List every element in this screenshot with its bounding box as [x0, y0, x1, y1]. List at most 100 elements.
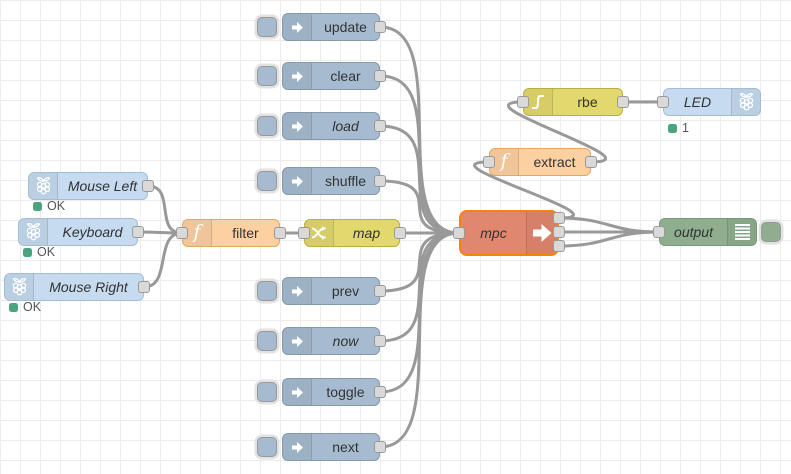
- node-label: Mouse Left: [67, 178, 138, 194]
- output-port[interactable]: [374, 285, 386, 297]
- node-inject-next[interactable]: next: [282, 433, 380, 461]
- node-inject-now[interactable]: now: [282, 327, 380, 355]
- output-port[interactable]: [374, 120, 386, 132]
- inject-arrow-icon: [283, 379, 312, 405]
- node-mpc-selected[interactable]: mpc: [459, 210, 559, 256]
- raspberry-pi-icon: [29, 173, 58, 199]
- node-function-filter[interactable]: f filter: [182, 219, 280, 247]
- input-port[interactable]: [176, 227, 188, 239]
- output-port[interactable]: [374, 441, 386, 453]
- node-led[interactable]: LED: [663, 88, 761, 116]
- output-port[interactable]: [617, 96, 629, 108]
- node-mouse-left[interactable]: Mouse Left: [28, 172, 148, 200]
- node-switch-map[interactable]: map: [304, 219, 400, 247]
- node-inject-update[interactable]: update: [282, 13, 380, 41]
- output-button[interactable]: [761, 222, 781, 242]
- node-label: shuffle: [325, 173, 366, 189]
- node-label: next: [332, 439, 359, 455]
- inject-button[interactable]: [257, 17, 277, 37]
- output-port[interactable]: [142, 180, 154, 192]
- arrow-right-icon: [526, 212, 557, 254]
- list-icon: [727, 219, 756, 245]
- node-label: toggle: [326, 384, 365, 400]
- input-port[interactable]: [653, 226, 665, 238]
- input-port[interactable]: [483, 156, 495, 168]
- output-port[interactable]: [374, 21, 386, 33]
- wire[interactable]: [378, 231, 461, 293]
- wire[interactable]: [473, 160, 575, 220]
- wire[interactable]: [378, 231, 461, 449]
- input-port[interactable]: [298, 227, 310, 239]
- inject-button[interactable]: [257, 281, 277, 301]
- output-port[interactable]: [374, 70, 386, 82]
- output-port[interactable]: [585, 156, 597, 168]
- status-text: OK: [23, 300, 42, 314]
- wire[interactable]: [378, 124, 461, 235]
- output-port[interactable]: [274, 227, 286, 239]
- node-inject-load[interactable]: load: [282, 112, 380, 140]
- node-inject-toggle[interactable]: toggle: [282, 378, 380, 406]
- output-port[interactable]: [553, 212, 565, 224]
- inject-button[interactable]: [257, 382, 277, 402]
- inject-arrow-icon: [283, 434, 312, 460]
- node-label: LED: [683, 94, 712, 110]
- node-inject-shuffle[interactable]: shuffle: [282, 167, 380, 195]
- input-port[interactable]: [453, 227, 465, 239]
- node-status: 1: [668, 121, 689, 135]
- hysteresis-icon: [524, 89, 553, 115]
- node-label: prev: [331, 283, 360, 299]
- node-status: OK: [9, 300, 41, 314]
- node-inject-clear[interactable]: clear: [282, 62, 380, 90]
- node-label: rbe: [577, 94, 598, 110]
- output-port[interactable]: [374, 386, 386, 398]
- node-label: now: [332, 333, 359, 349]
- inject-button[interactable]: [257, 171, 277, 191]
- status-dot-icon: [23, 247, 32, 257]
- wire[interactable]: [142, 231, 184, 289]
- inject-arrow-icon: [283, 14, 312, 40]
- node-label: Mouse Right: [49, 279, 128, 295]
- output-port[interactable]: [138, 281, 150, 293]
- node-label: output: [674, 224, 713, 240]
- inject-arrow-icon: [283, 168, 312, 194]
- output-port[interactable]: [394, 227, 406, 239]
- output-port[interactable]: [132, 226, 144, 238]
- node-function-extract[interactable]: f extract: [489, 148, 591, 176]
- input-port[interactable]: [517, 96, 529, 108]
- output-port[interactable]: [374, 175, 386, 187]
- node-label: clear: [330, 68, 361, 84]
- wire[interactable]: [146, 184, 184, 235]
- status-text: OK: [37, 245, 56, 259]
- node-rbe[interactable]: rbe: [523, 88, 623, 116]
- status-dot-icon: [9, 302, 18, 312]
- node-inject-prev[interactable]: prev: [282, 277, 380, 305]
- output-port[interactable]: [553, 240, 565, 252]
- status-text: OK: [47, 199, 66, 213]
- wire[interactable]: [378, 74, 461, 235]
- node-label: map: [352, 225, 381, 241]
- output-port[interactable]: [374, 335, 386, 347]
- status-dot-icon: [668, 123, 677, 133]
- inject-button[interactable]: [257, 116, 277, 136]
- input-port[interactable]: [657, 96, 669, 108]
- inject-button[interactable]: [257, 66, 277, 86]
- inject-button[interactable]: [257, 331, 277, 351]
- wire[interactable]: [557, 216, 661, 234]
- wire[interactable]: [506, 100, 608, 164]
- node-label: load: [332, 118, 359, 134]
- inject-arrow-icon: [283, 113, 312, 139]
- node-keyboard[interactable]: Keyboard: [18, 218, 138, 246]
- node-label: mpc: [480, 225, 507, 241]
- node-mouse-right[interactable]: Mouse Right: [4, 273, 144, 301]
- raspberry-pi-icon: [5, 274, 34, 300]
- output-port[interactable]: [553, 226, 565, 238]
- node-output[interactable]: output: [659, 218, 757, 246]
- inject-button[interactable]: [257, 437, 277, 457]
- wire[interactable]: [378, 179, 461, 235]
- wire[interactable]: [557, 230, 661, 248]
- node-label: filter: [232, 225, 259, 241]
- node-status: OK: [33, 199, 65, 213]
- status-text: 1: [682, 121, 689, 135]
- node-label: update: [324, 19, 367, 35]
